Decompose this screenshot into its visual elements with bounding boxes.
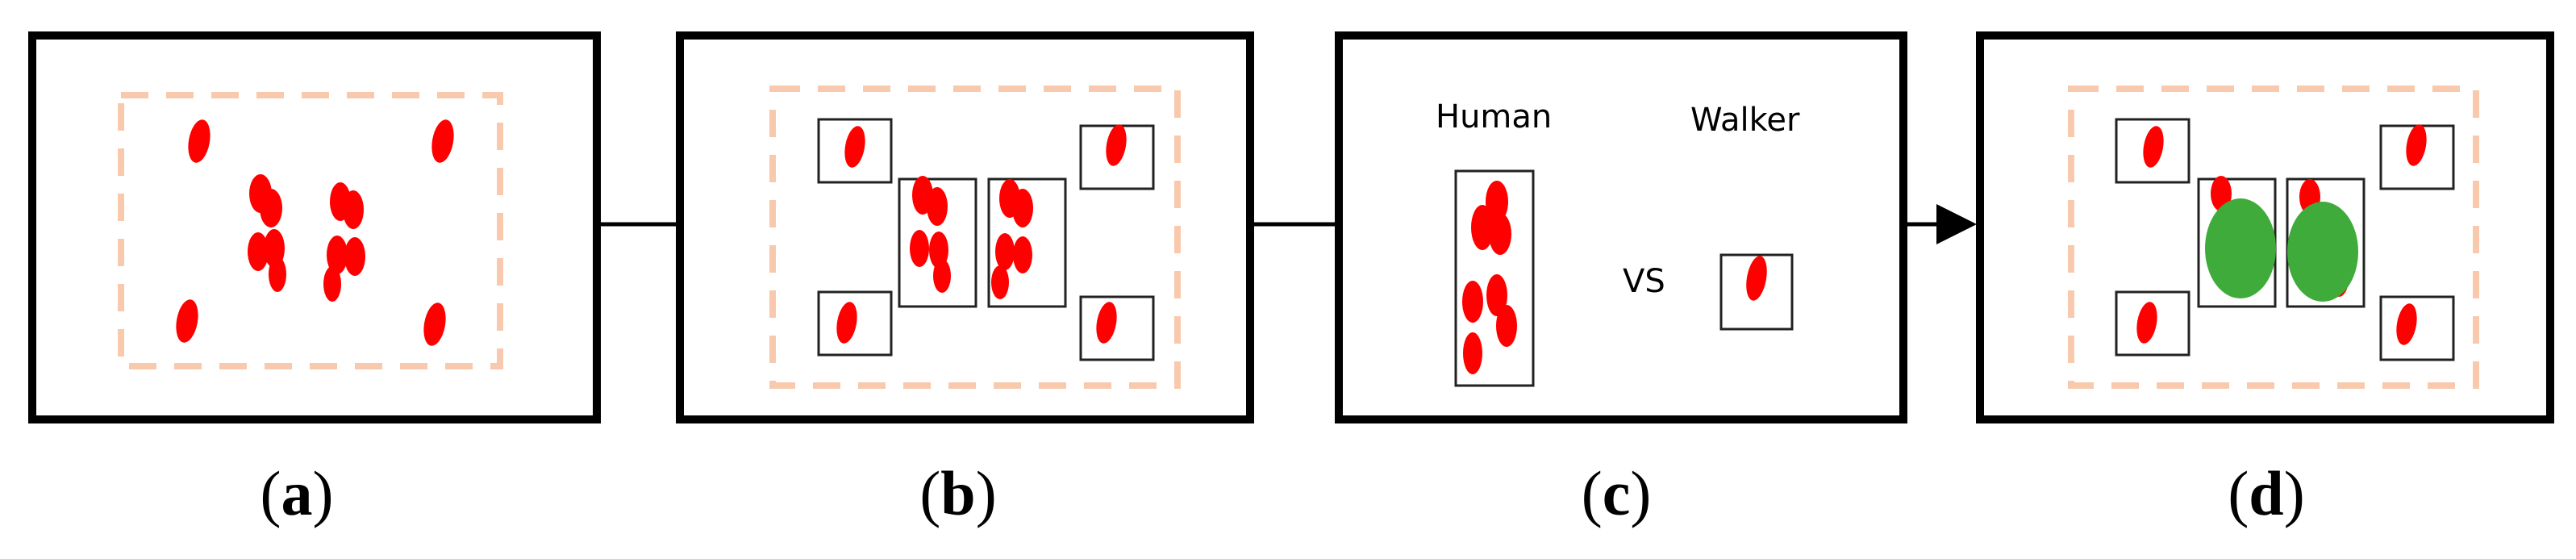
walker-heading: Walker (1690, 102, 1800, 139)
panel-a-blobs (176, 119, 454, 346)
panel-a-roi (118, 92, 503, 369)
panel-b-label: (b) (919, 458, 996, 528)
panel-b-blobs (836, 124, 1127, 344)
panel-d-roi (2068, 86, 2479, 389)
panel-b (676, 31, 1254, 423)
panel-c-blobs (1462, 181, 1767, 374)
marker-right (2287, 202, 2358, 302)
panel-c: Human Walker VS (1335, 31, 1907, 423)
panel-c-frame (1335, 31, 1907, 423)
panel-c-label: (c) (1582, 458, 1652, 528)
human-box (1454, 169, 1535, 387)
marker-left (2205, 198, 2276, 298)
panel-d-markers (2205, 198, 2358, 302)
panel-d (1976, 31, 2554, 423)
panel-a (28, 31, 601, 423)
versus-text: VS (1623, 263, 1665, 300)
walker-box (1719, 253, 1794, 331)
panel-b-roi (769, 86, 1181, 389)
human-heading: Human (1436, 98, 1552, 136)
panel-b-frame (676, 31, 1254, 423)
panel-d-label: (d) (2228, 458, 2304, 528)
panel-a-label: (a) (261, 458, 334, 528)
